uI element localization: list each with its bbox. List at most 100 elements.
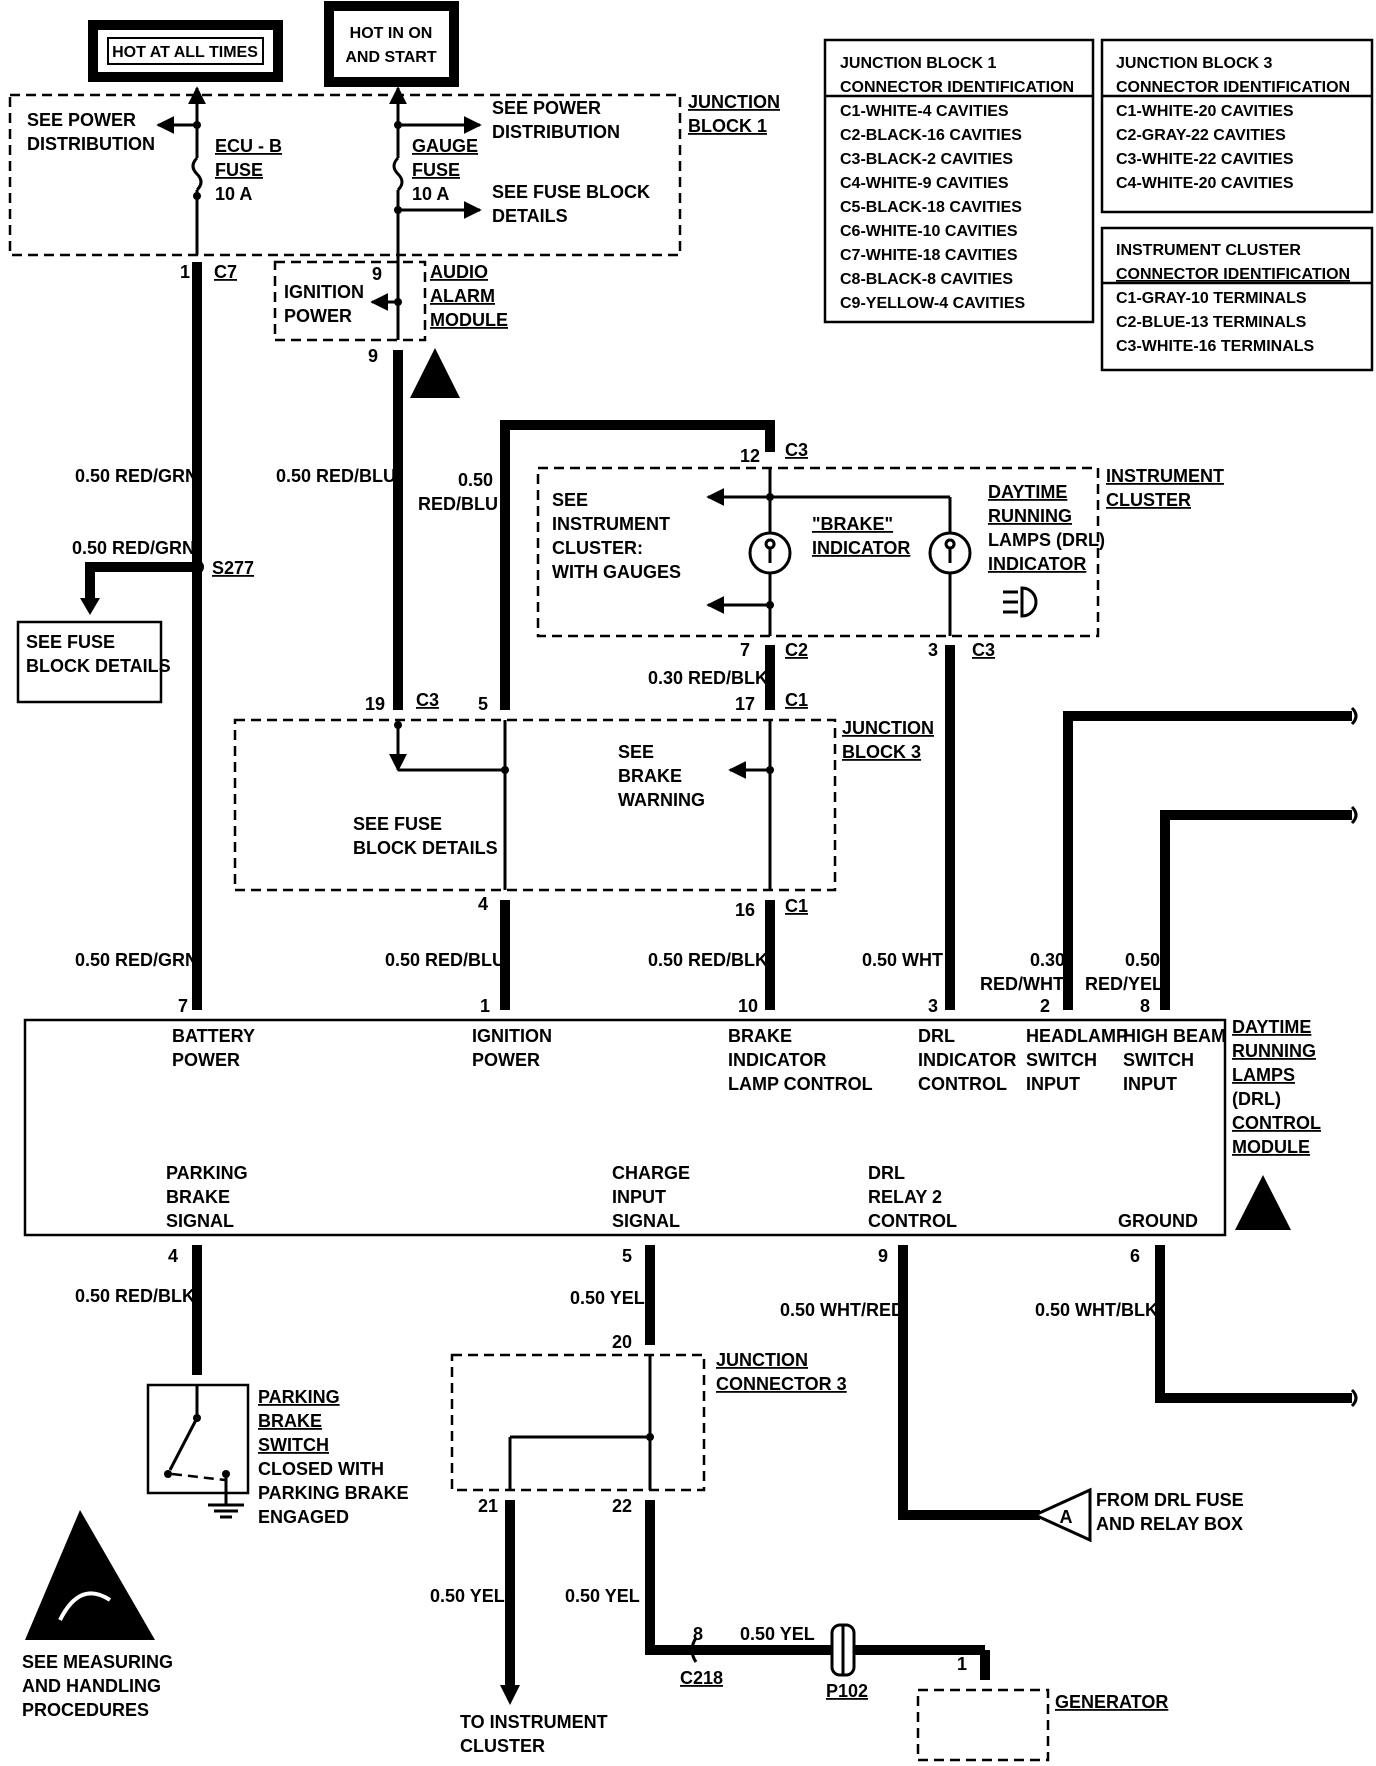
see-fuse-block-line2: DETAILS	[492, 206, 568, 226]
term-highbeam-pin: 8	[1140, 996, 1150, 1016]
junction-block-3: 19 C3 5 17 C1 JUNCTION BLOCK 3 SEE BRAKE…	[233, 690, 934, 920]
jb3-top-pin-5: 5	[478, 694, 488, 714]
from-drl-fuse-1: FROM DRL FUSE	[1096, 1490, 1244, 1510]
jb1-connector-table: JUNCTION BLOCK 1 CONNECTOR IDENTIFICATIO…	[823, 38, 1095, 324]
audio-alarm-label-1: IGNITION	[284, 282, 364, 302]
jb3-row: C3-WHITE-22 CAVITIES	[1116, 151, 1294, 168]
ic-c3-top-pin: 12	[740, 446, 760, 466]
jb1-title-line2: BLOCK 1	[688, 116, 767, 136]
generator-label: GENERATOR	[1055, 1692, 1168, 1712]
jb3-row: C1-WHITE-20 CAVITIES	[1116, 103, 1294, 120]
drl-module-title-1: DAYTIME	[1232, 1017, 1311, 1037]
hot-at-all-times-label: HOT AT ALL TIMES	[112, 44, 258, 61]
jb3-table-title-1: JUNCTION BLOCK 3	[1116, 55, 1273, 72]
park-switch-label-4: CLOSED WITH	[258, 1459, 384, 1479]
term-charge-label-1: CHARGE	[612, 1163, 690, 1183]
wire-label-red-blk-050: 0.50 RED/BLK	[648, 950, 768, 970]
wire-ic-feed-red-blu	[500, 420, 775, 710]
jc3-pin-b: 22	[612, 1496, 632, 1516]
ic-title-2: CLUSTER	[1106, 490, 1191, 510]
ecu-b-fuse-name: ECU - B	[215, 136, 282, 156]
wire-label-yel-4: 0.50 YEL	[740, 1624, 815, 1644]
ic-row: C2-BLUE-13 TERMINALS	[1116, 314, 1307, 331]
see-power-right-line1: SEE POWER	[492, 98, 601, 118]
term-park-pin: 4	[168, 1246, 178, 1266]
from-drl-fuse-2: AND RELAY BOX	[1096, 1514, 1243, 1534]
esd-warning-icon	[410, 348, 460, 398]
wire-splice-branch	[85, 562, 197, 605]
jb1-row: C4-WHITE-9 CAVITIES	[840, 175, 1009, 192]
jb3-bot-c1: C1	[785, 896, 808, 916]
park-switch-label-2: BRAKE	[258, 1411, 322, 1431]
jb3-see-fuse-2: BLOCK DETAILS	[353, 838, 498, 858]
drl-esd-warning-icon	[1235, 1175, 1291, 1230]
ic-c3-bot-label: C3	[972, 640, 995, 660]
term-highbeam-label-1: HIGH BEAM	[1123, 1026, 1226, 1046]
term-relay-label-3: CONTROL	[868, 1211, 957, 1231]
jb1-table-title-2: CONNECTOR IDENTIFICATION	[840, 79, 1074, 96]
junction-connector-3: JUNCTION CONNECTOR 3 21 22	[450, 1350, 847, 1516]
p102-label: P102	[826, 1681, 868, 1701]
jb3-row: C4-WHITE-20 CAVITIES	[1116, 175, 1294, 192]
wire-label-red-grn-splice: 0.50 RED/GRN	[72, 538, 195, 558]
drl-module-title-3: LAMPS	[1232, 1065, 1295, 1085]
ecu-b-fuse-icon	[191, 156, 203, 192]
jb3-row: C2-GRAY-22 CAVITIES	[1116, 127, 1286, 144]
term-headlamp-pin: 2	[1040, 996, 1050, 1016]
term-drl-ind-label-1: DRL	[918, 1026, 955, 1046]
ic-c3-top-label: C3	[785, 440, 808, 460]
drl-indicator-label-2: RUNNING	[988, 506, 1072, 526]
term-park-label-1: PARKING	[166, 1163, 248, 1183]
jb3-bot-pin-4: 4	[478, 894, 488, 914]
wire-label-wht-blk: 0.50 WHT/BLK	[1035, 1300, 1158, 1320]
jb1-row: C7-WHITE-18 CAVITIES	[840, 247, 1018, 264]
wire-generator-yel	[645, 1500, 838, 1655]
see-fuse-left-1: SEE FUSE	[26, 632, 115, 652]
jb1-row: C2-BLACK-16 CAVITIES	[840, 127, 1022, 144]
term-headlamp-label-3: INPUT	[1026, 1074, 1080, 1094]
jb3-connector-table: JUNCTION BLOCK 3 CONNECTOR IDENTIFICATIO…	[1100, 38, 1374, 214]
ic-see-3: CLUSTER:	[552, 538, 643, 558]
term-ground-label: GROUND	[1118, 1211, 1198, 1231]
wire-label-red-blk-park: 0.50 RED/BLK	[75, 1286, 195, 1306]
switch-blade-icon	[168, 1417, 199, 1471]
ic-c3-bot-pin: 3	[928, 640, 938, 660]
wire-highbeam-red-yel	[1160, 810, 1352, 1010]
wire-label-yel-1: 0.50 YEL	[570, 1288, 645, 1308]
jb3-see-brake-1: SEE	[618, 742, 654, 762]
splice-s277-label: S277	[212, 558, 254, 578]
wire-label-red-blu-2b: RED/BLU	[418, 494, 498, 514]
wire-label-red-yel-2: RED/YEL	[1085, 974, 1163, 994]
jb3-top-pin-17: 17	[735, 694, 755, 714]
jb3-bot-pin-16: 16	[735, 900, 755, 920]
ecu-b-fuse-word: FUSE	[215, 160, 263, 180]
term-ignition-label-2: POWER	[472, 1050, 540, 1070]
junction-block-1: JUNCTION BLOCK 1 SEE POWER DISTRIBUTION …	[8, 86, 780, 257]
gauge-fuse-rating: 10 A	[412, 184, 449, 204]
ic-see-2: INSTRUMENT	[552, 514, 670, 534]
wire-label-red-grn-2: 0.50 RED/GRN	[75, 950, 198, 970]
c7-label: C7	[214, 262, 237, 282]
drl-module-title-4: (DRL)	[1232, 1089, 1281, 1109]
jb3-title-1: JUNCTION	[842, 718, 934, 738]
hot-at-all-times-box: HOT AT ALL TIMES	[88, 20, 283, 82]
term-highbeam-label-2: SWITCH	[1123, 1050, 1194, 1070]
see-fuse-block-line1: SEE FUSE BLOCK	[492, 182, 650, 202]
term-battery-pin: 7	[178, 996, 188, 1016]
brake-indicator-label-2: INDICATOR	[812, 538, 910, 558]
audio-alarm-title-1: AUDIO	[430, 262, 488, 282]
jb1-row: C3-BLACK-2 CAVITIES	[840, 151, 1013, 168]
drl-control-module: DAYTIME RUNNING LAMPS (DRL) CONTROL MODU…	[23, 996, 1321, 1266]
audio-alarm-title-3: MODULE	[430, 310, 508, 330]
ic-table-title-2: CONNECTOR IDENTIFICATION	[1116, 266, 1350, 283]
park-switch-label-5: PARKING BRAKE	[258, 1483, 409, 1503]
see-power-right-line2: DISTRIBUTION	[492, 122, 620, 142]
jb1-row: C8-BLACK-8 CAVITIES	[840, 271, 1013, 288]
ic-row: C3-WHITE-16 TERMINALS	[1116, 338, 1315, 355]
measuring-label-1: SEE MEASURING	[22, 1652, 173, 1672]
ecu-b-fuse-rating: 10 A	[215, 184, 252, 204]
see-fuse-block-details-box	[16, 620, 163, 704]
jc3-pin-in: 20	[612, 1332, 632, 1352]
jc3-title-2: CONNECTOR 3	[716, 1374, 847, 1394]
